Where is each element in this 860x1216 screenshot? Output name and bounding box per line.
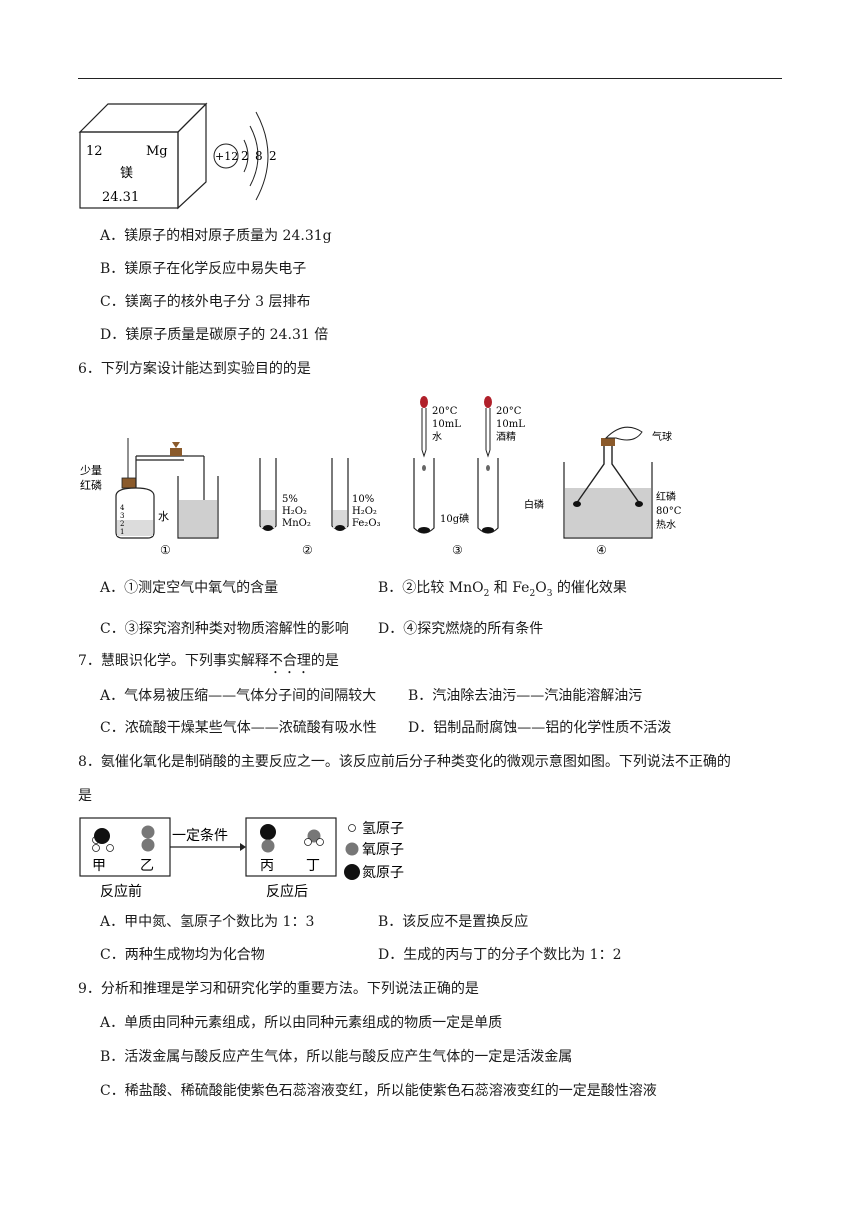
magnesium-figure: 12 Mg 镁 24.31 +12 2 8 2 [78, 102, 277, 210]
fig2-left-h2o2: H₂O₂ [282, 506, 307, 517]
q9-option-b: B．活泼金属与酸反应产生气体，所以能与酸反应产生气体的一定是活泼金属 [100, 1049, 573, 1065]
q6-option-a: A．①测定空气中氧气的含量 [100, 580, 279, 596]
molecule-jia: 甲 [92, 858, 106, 874]
q8-option-c: C．两种生成物均为化合物 [100, 947, 265, 963]
shell-2: 8 [255, 149, 263, 163]
fig3-solubility-tubes: 20°C 10mL 水 20°C 10mL 酒精 10g碘 ③ [413, 396, 525, 557]
q9-option-a: A．单质由同种元素组成，所以由同种元素组成的物质一定是单质 [100, 1015, 503, 1031]
q8-stem-line2: 是 [78, 788, 92, 804]
q8-option-b: B．该反应不是置换反应 [378, 914, 529, 930]
element-card: 12 Mg 镁 24.31 [78, 102, 208, 210]
q6-apparatus-figure: 1 2 3 4 少量 红磷 水 ① 5% H₂O₂ MnO₂ 10% H₂O₂ … [80, 396, 682, 557]
fig2-right-conc: 10% [352, 494, 374, 505]
element-symbol: Mg [146, 144, 168, 159]
q9-option-c: C．稀盐酸、稀硫酸能使紫色石蕊溶液变红，所以能使紫色石蕊溶液变红的一定是酸性溶液 [100, 1083, 657, 1099]
nucleus-charge: +12 [215, 150, 238, 163]
fig2-left-conc: 5% [282, 494, 298, 505]
legend-oxygen-icon [345, 842, 359, 856]
shell-1: 2 [241, 149, 249, 163]
q5-option-a: A．镁原子的相对原子质量为 24.31g [100, 228, 332, 244]
q8-option-d: D．生成的丙与丁的分子个数比为 1：2 [378, 947, 622, 963]
fig1-oxygen-content: 1 2 3 4 少量 红磷 水 ① [80, 438, 219, 557]
fig3-left-temp: 20°C [432, 406, 458, 417]
element-name: 镁 [120, 166, 133, 181]
q5-option-b: B．镁原子在化学反应中易失电子 [100, 261, 307, 277]
q6-option-c: C．③探究溶剂种类对物质溶解性的影响 [100, 621, 349, 637]
element-mass: 24.31 [102, 190, 139, 205]
q7-stem: 7．慧眼识化学。下列事实解释不合理的是 [78, 653, 339, 669]
q6-option-d: D．④探究燃烧的所有条件 [378, 621, 544, 637]
q9-stem: 9．分析和推理是学习和研究化学的重要方法。下列说法正确的是 [78, 981, 479, 997]
fig4-caption: ④ [596, 543, 607, 557]
q6-option-b: B．②比较 MnO2 和 Fe2O3 的催化效果 [378, 580, 627, 599]
fig2-right-fe2o3: Fe₂O₃ [352, 518, 381, 529]
atom-structure-diagram: +12 2 8 2 [213, 111, 277, 201]
q5-option-c: C．镁离子的核外电子分 3 层排布 [100, 294, 311, 310]
fig4-white-phosphorus: 白磷 [524, 498, 544, 511]
fig2-right-h2o2: H₂O₂ [352, 506, 377, 517]
fig3-right-solvent: 酒精 [496, 430, 516, 443]
header-rule [78, 78, 782, 79]
fig3-left-volume: 10mL [432, 419, 461, 430]
fig3-left-solvent: 水 [432, 431, 442, 443]
fig2-caption: ② [302, 543, 313, 557]
q7-option-c: C．浓硫酸干燥某些气体——浓硫酸有吸水性 [100, 720, 377, 736]
legend-nitrogen: 氮原子 [362, 865, 404, 881]
fig4-red-phosphorus: 红磷 [656, 490, 676, 503]
q8-stem-line1: 8．氨催化氧化是制硝酸的主要反应之一。该反应前后分子种类变化的微观示意图如图。下… [78, 754, 731, 770]
legend-oxygen: 氧原子 [362, 842, 404, 858]
fig3-iodine-label: 10g碘 [440, 512, 469, 525]
q6-stem: 6．下列方案设计能达到实验目的的是 [78, 361, 311, 377]
molecule-bing: 丙 [260, 858, 274, 874]
q7-option-a: A．气体易被压缩——气体分子间的间隔较大 [100, 688, 377, 704]
fig3-right-volume: 10mL [496, 419, 525, 430]
q7-option-b: B．汽油除去油污——汽油能溶解油污 [408, 688, 643, 704]
fig4-combustion-beaker: 气球 白磷 红磷 80°C 热水 ④ [524, 426, 682, 557]
fig1-label-water: 水 [158, 510, 169, 523]
fig1-scale-3: 3 [120, 512, 124, 520]
fig1-label-red-phosphorus: 红磷 [80, 479, 102, 492]
label-after: 反应后 [266, 883, 308, 900]
fig4-temperature: 80°C [656, 506, 682, 517]
fig4-hot-water: 热水 [656, 518, 676, 531]
fig2-left-mno2: MnO₂ [282, 518, 311, 529]
molecule-yi: 乙 [140, 858, 154, 874]
fig4-balloon: 气球 [652, 430, 672, 443]
label-before: 反应前 [100, 883, 142, 900]
fig3-caption: ③ [452, 543, 463, 557]
fig3-right-temp: 20°C [496, 406, 522, 417]
legend-nitrogen-icon [344, 864, 360, 880]
fig1-scale-2: 2 [120, 520, 124, 528]
shell-3: 2 [269, 149, 277, 163]
legend-hydrogen-icon [348, 824, 356, 832]
fig1-scale-4: 4 [120, 504, 125, 512]
q7-option-d: D．铝制品耐腐蚀——铝的化学性质不活泼 [408, 720, 672, 736]
fig1-label-small: 少量 [80, 464, 102, 477]
legend-hydrogen: 氢原子 [362, 821, 404, 837]
q5-option-d: D．镁原子质量是碳原子的 24.31 倍 [100, 327, 329, 343]
element-number: 12 [86, 144, 103, 159]
q8-option-a: A．甲中氮、氢原子个数比为 1：3 [100, 914, 315, 930]
fig1-caption: ① [160, 543, 171, 557]
molecule-ding: 丁 [306, 858, 320, 874]
q8-reaction-diagram: 一定条件 甲 乙 丙 丁 反应前 反应后 氢原子 氧原子 氮原子 [79, 817, 404, 900]
fig1-scale-1: 1 [120, 528, 124, 536]
fig2-catalyst-tubes: 5% H₂O₂ MnO₂ 10% H₂O₂ Fe₂O₃ ② [259, 458, 381, 557]
reaction-condition: 一定条件 [172, 827, 228, 844]
